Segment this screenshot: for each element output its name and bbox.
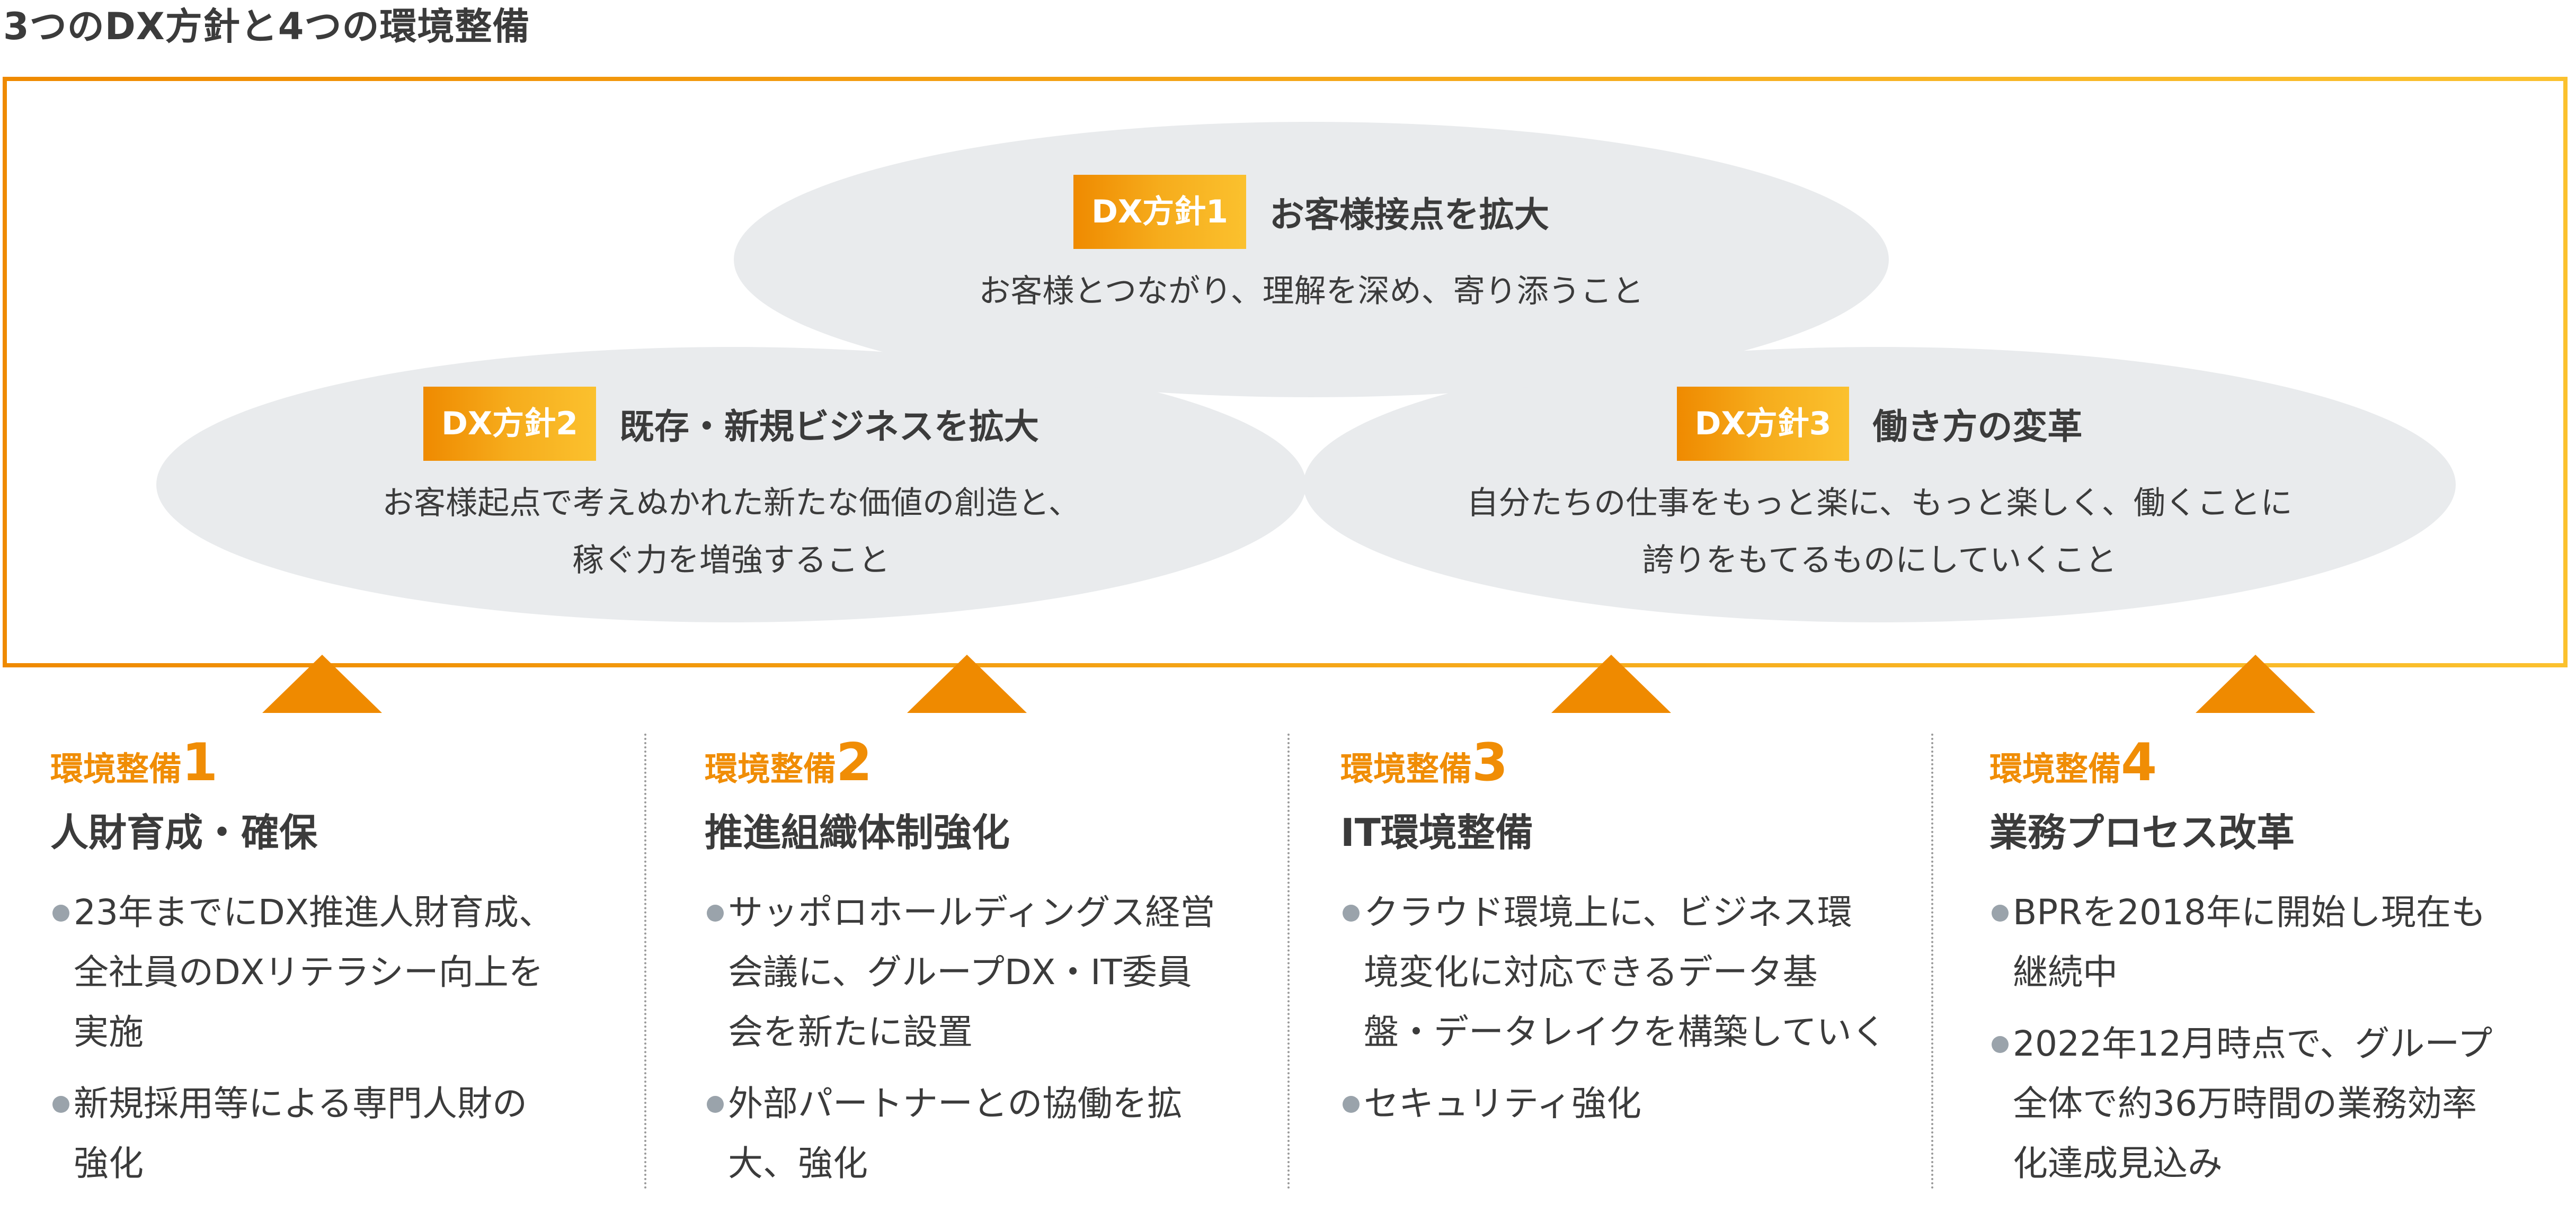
dx-policy-3-badge: DX方針3 (1676, 387, 1850, 461)
list-item-line: 新規採用等による専門人財の (74, 1083, 528, 1124)
column-divider (1931, 734, 1933, 1189)
policy-2-ellipse (156, 347, 1306, 622)
environment-1: 環境整備1 人財育成・確保 23年までにDX推進人財育成、 全社員のDXリテラシ… (50, 734, 660, 1205)
environment-4-list: BPRを2018年に開始し現在も 継続中 2022年12月時点で、グループ 全体… (1989, 882, 2576, 1193)
up-arrow-icon (907, 655, 1027, 713)
list-item-line: サッポロホールディングス経営 (728, 892, 1215, 933)
environment-3-label: 環境整備3 (1340, 734, 1950, 798)
list-item-line: 23年までにDX推進人財育成、 (74, 892, 554, 933)
dx-policy-1-title: お客様接点を拡大 (1269, 194, 1549, 235)
environment-1-title: 人財育成・確保 (50, 810, 318, 855)
list-item: セキュリティ強化 (1340, 1074, 1950, 1133)
list-item-line: セキュリティ強化 (1364, 1083, 1642, 1124)
dx-policy-2-desc-line: お客様起点で考えぬかれた新たな価値の創造と、 (382, 485, 1080, 522)
environment-label-text: 環境整備 (705, 749, 837, 788)
list-item: 2022年12月時点で、グループ 全体で約36万時間の業務効率 化達成見込み (1989, 1014, 2576, 1193)
environment-4-title: 業務プロセス改革 (1989, 810, 2295, 855)
environment-1-label: 環境整備1 (50, 734, 660, 798)
dx-policy-3-description: 自分たちの仕事をもっと楽に、もっと楽しく、働くことに 誇りをもてるものにしていく… (1303, 475, 2456, 589)
environment-number: 1 (182, 733, 218, 793)
environment-2-list: サッポロホールディングス経営 会議に、グループDX・IT委員 会を新たに設置 外… (705, 882, 1314, 1193)
list-item-line: 全体で約36万時間の業務効率 (2013, 1083, 2477, 1124)
dx-policy-3-desc-line: 自分たちの仕事をもっと楽に、もっと楽しく、働くことに (1467, 485, 2293, 522)
dx-policy-1-badge: DX方針1 (1073, 175, 1246, 249)
environment-label-text: 環境整備 (1989, 749, 2121, 788)
environment-1-list: 23年までにDX推進人財育成、 全社員のDXリテラシー向上を 実施 新規採用等に… (50, 882, 660, 1193)
policy-3-ellipse (1303, 347, 2456, 622)
column-divider (1287, 734, 1290, 1189)
list-item-line: 2022年12月時点で、グループ (2013, 1023, 2493, 1064)
dx-policy-2-desc-line: 稼ぐ力を増強すること (572, 542, 890, 579)
environment-number: 3 (1472, 733, 1508, 793)
list-item: クラウド環境上に、ビジネス環 境変化に対応できるデータ基 盤・データレイクを構築… (1340, 882, 1950, 1062)
list-item-line: 外部パートナーとの協働を拡 (728, 1083, 1183, 1124)
dx-policy-3-title: 働き方の変革 (1872, 406, 2083, 447)
environment-2-label: 環境整備2 (705, 734, 1314, 798)
dx-policy-1-desc-line: お客様とつながり、理解を深め、寄り添うこと (979, 273, 1644, 310)
dx-policy-2-title: 既存・新規ビジネスを拡大 (619, 406, 1039, 447)
dx-policy-3-desc-line: 誇りをもてるものにしていくこと (1642, 542, 2117, 579)
list-item-line: 継続中 (2013, 952, 2118, 993)
environment-label-text: 環境整備 (50, 749, 182, 788)
up-arrow-icon (262, 655, 382, 713)
environment-3-title: IT環境整備 (1340, 810, 1533, 855)
list-item-line: 会議に、グループDX・IT委員 (728, 952, 1192, 993)
list-item-line: BPRを2018年に開始し現在も (2013, 892, 2486, 933)
dx-policy-1: DX方針1 お客様接点を拡大 お客様とつながり、理解を深め、寄り添うこと (734, 175, 1889, 320)
page-title: 3つのDX方針と4つの環境整備 (3, 5, 530, 48)
dx-policy-3: DX方針3 働き方の変革 自分たちの仕事をもっと楽に、もっと楽しく、働くことに … (1303, 387, 2456, 589)
environment-4-label: 環境整備4 (1989, 734, 2576, 798)
environment-3-list: クラウド環境上に、ビジネス環 境変化に対応できるデータ基 盤・データレイクを構築… (1340, 882, 1950, 1133)
list-item-line: 全社員のDXリテラシー向上を (74, 952, 544, 993)
list-item-line: 境変化に対応できるデータ基 (1364, 952, 1818, 993)
environment-number: 4 (2121, 733, 2157, 793)
list-item-line: 強化 (74, 1143, 144, 1184)
list-item: 新規採用等による専門人財の 強化 (50, 1074, 660, 1193)
dx-policy-2-badge: DX方針2 (423, 387, 596, 461)
list-item: BPRを2018年に開始し現在も 継続中 (1989, 882, 2576, 1002)
up-arrow-icon (1551, 655, 1671, 713)
list-item: 外部パートナーとの協働を拡 大、強化 (705, 1074, 1314, 1193)
list-item-line: クラウド環境上に、ビジネス環 (1364, 892, 1853, 933)
list-item-line: 会を新たに設置 (728, 1012, 973, 1052)
environment-number: 2 (836, 733, 873, 793)
dx-policy-2-description: お客様起点で考えぬかれた新たな価値の創造と、 稼ぐ力を増強すること (156, 475, 1306, 589)
up-arrow-icon (2196, 655, 2315, 713)
environment-3: 環境整備3 IT環境整備 クラウド環境上に、ビジネス環 境変化に対応できるデータ… (1340, 734, 1950, 1145)
environment-2: 環境整備2 推進組織体制強化 サッポロホールディングス経営 会議に、グループDX… (705, 734, 1314, 1205)
list-item-line: 大、強化 (728, 1143, 868, 1184)
dx-policy-1-description: お客様とつながり、理解を深め、寄り添うこと (734, 263, 1889, 320)
environment-4: 環境整備4 業務プロセス改革 BPRを2018年に開始し現在も 継続中 2022… (1989, 734, 2576, 1205)
list-item-line: 化達成見込み (2013, 1143, 2223, 1184)
list-item-line: 盤・データレイクを構築していく (1364, 1012, 1887, 1052)
policy-1-ellipse (734, 122, 1889, 397)
environment-label-text: 環境整備 (1340, 749, 1472, 788)
dx-policy-2: DX方針2 既存・新規ビジネスを拡大 お客様起点で考えぬかれた新たな価値の創造と… (156, 387, 1306, 589)
list-item-line: 実施 (74, 1012, 144, 1052)
list-item: 23年までにDX推進人財育成、 全社員のDXリテラシー向上を 実施 (50, 882, 660, 1062)
environment-2-title: 推進組織体制強化 (705, 810, 1010, 855)
list-item: サッポロホールディングス経営 会議に、グループDX・IT委員 会を新たに設置 (705, 882, 1314, 1062)
column-divider (644, 734, 646, 1189)
